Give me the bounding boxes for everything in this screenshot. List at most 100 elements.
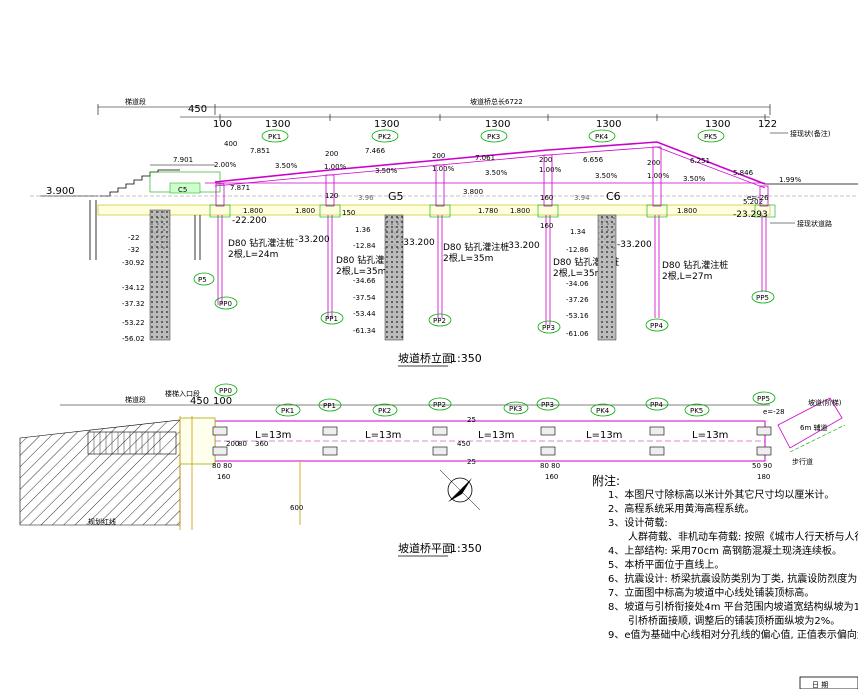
note-2: 2、高程系统采用黄海高程系统。 bbox=[608, 502, 754, 515]
svg-text:1.00%: 1.00% bbox=[539, 166, 562, 174]
piers bbox=[215, 146, 769, 325]
notes-block: 附注: 1、本图尺寸除标高以米计外其它尺寸均以厘米计。 2、高程系统采用黄海高程… bbox=[592, 473, 858, 641]
pier-tag-pk2: PK2 bbox=[378, 133, 391, 141]
svg-text:L=13m: L=13m bbox=[478, 430, 514, 441]
svg-text:PP5: PP5 bbox=[756, 294, 769, 302]
borehole-3: 1.34 -12.86 -34.06 -37.26 -53.16 -61.06 bbox=[566, 214, 617, 341]
total-length-label: 坡道桥总长6722 bbox=[470, 97, 523, 106]
note-7: 7、立面图中标高为坡道中心线处铺装顶标高。 bbox=[608, 586, 814, 599]
pile-length-1: 2根,L=24m bbox=[228, 248, 278, 260]
ramp-label: 坡道(阶梯) bbox=[808, 398, 842, 407]
svg-text:200: 200 bbox=[647, 159, 660, 167]
svg-text:1.800: 1.800 bbox=[295, 207, 315, 215]
svg-text:-56.02: -56.02 bbox=[122, 335, 145, 343]
svg-text:120: 120 bbox=[325, 192, 338, 200]
svg-text:P5: P5 bbox=[198, 276, 207, 284]
note-1: 1、本图尺寸除标高以米计外其它尺寸均以厘米计。 bbox=[608, 488, 834, 501]
svg-text:180: 180 bbox=[757, 473, 770, 481]
note-5: 5、本桥平面位于直线上。 bbox=[608, 558, 724, 571]
pile-label-1: D80 钻孔灌注桩 bbox=[228, 237, 294, 249]
svg-text:PK1: PK1 bbox=[281, 407, 294, 415]
svg-text:3.94: 3.94 bbox=[574, 194, 590, 202]
svg-text:160: 160 bbox=[540, 222, 553, 230]
start-elev: 7.901 bbox=[173, 156, 193, 164]
note-8: 8、坡道与引桥衔接处4m 平台范围内坡道宽结构纵坡为1%, 通过该范围内铺装厚度 bbox=[608, 600, 858, 613]
svg-text:1.00%: 1.00% bbox=[647, 172, 670, 180]
svg-text:L=13m: L=13m bbox=[692, 430, 728, 441]
pile-length-5: 2根,L=27m bbox=[662, 270, 712, 282]
svg-text:360: 360 bbox=[255, 440, 268, 448]
svg-text:150: 150 bbox=[342, 209, 355, 217]
svg-text:3.50%: 3.50% bbox=[375, 167, 398, 175]
svg-text:-33.200: -33.200 bbox=[617, 240, 652, 250]
left-ground-elev: 3.900 bbox=[46, 186, 75, 197]
svg-text:-53.22: -53.22 bbox=[122, 319, 145, 327]
svg-text:PK3: PK3 bbox=[509, 405, 522, 413]
svg-text:1.00%: 1.00% bbox=[324, 163, 347, 171]
svg-text:160: 160 bbox=[545, 473, 558, 481]
plan-dim-100: 100 bbox=[213, 396, 232, 407]
svg-text:3.50%: 3.50% bbox=[683, 175, 706, 183]
svg-text:L=13m: L=13m bbox=[255, 430, 291, 441]
svg-text:PP1: PP1 bbox=[325, 315, 338, 323]
svg-text:1.800: 1.800 bbox=[677, 207, 697, 215]
svg-text:80: 80 bbox=[238, 440, 247, 448]
pile-length-3: 2根,L=35m bbox=[443, 252, 493, 264]
deck-elevations: 7.901 7.871 5.846 5.202 7.851 7.466 7.06… bbox=[173, 147, 802, 206]
dim-100: 100 bbox=[213, 119, 232, 130]
svg-text:-53.44: -53.44 bbox=[353, 310, 376, 318]
svg-text:1.780: 1.780 bbox=[478, 207, 498, 215]
start-elev-2: 7.871 bbox=[230, 184, 250, 192]
svg-text:200: 200 bbox=[539, 156, 552, 164]
note-9: 9、e值为基础中心线相对分孔线的偏心值, 正值表示偏向大桩号, 负值表示偏向小桩… bbox=[608, 628, 858, 641]
dim-450: 450 bbox=[188, 104, 207, 115]
label-g5: G5 bbox=[388, 190, 404, 203]
plan-tags: PP0 PK1 PP1 PK2 PP2 PK3 PP3 PK4 PP4 PK5 … bbox=[214, 383, 776, 417]
right-label-connect: 接现状(备注) bbox=[790, 129, 831, 138]
svg-text:-12.86: -12.86 bbox=[566, 246, 589, 254]
pier-tag-pk1: PK1 bbox=[268, 133, 281, 141]
svg-text:80 80: 80 80 bbox=[212, 462, 232, 470]
pier-tag-pk3: PK3 bbox=[487, 133, 500, 141]
borehole-1: -22 -32 -30.92 -34.12 -37.32 -53.22 -56.… bbox=[89, 200, 201, 343]
dim-400: 400 bbox=[224, 140, 237, 148]
pier-tag-pk4: PK4 bbox=[595, 133, 609, 141]
svg-text:PP3: PP3 bbox=[541, 401, 554, 409]
svg-text:PP1: PP1 bbox=[323, 402, 336, 410]
svg-text:200: 200 bbox=[325, 150, 338, 158]
svg-text:PP2: PP2 bbox=[433, 317, 446, 325]
dim-1300-b: 1300 bbox=[374, 119, 399, 130]
end-e: e=-26 bbox=[747, 194, 769, 202]
label-c6: C6 bbox=[606, 190, 621, 203]
plan-span-labels: L=13m L=13m L=13m L=13m L=13m bbox=[255, 430, 728, 441]
plan-bottom-dims: 80 80 160 80 80 160 50 90 180 bbox=[212, 462, 772, 481]
span-dims: 450 1300 1300 1300 1300 1300 122 100 400 bbox=[188, 104, 777, 148]
svg-text:200: 200 bbox=[226, 440, 239, 448]
deck-elev-pk4: 6.656 bbox=[583, 156, 604, 164]
boundary-label: 规划红线 bbox=[88, 517, 116, 526]
dim-1300-e: 1300 bbox=[705, 119, 730, 130]
svg-text:160: 160 bbox=[540, 194, 553, 202]
road-label: 6m 辅道 bbox=[800, 423, 828, 432]
end-elev-2: 5.202 bbox=[743, 198, 763, 206]
svg-text:L=13m: L=13m bbox=[586, 430, 622, 441]
right-label-road: 接现状道路 bbox=[797, 219, 832, 228]
svg-text:-53.16: -53.16 bbox=[566, 312, 589, 320]
svg-text:-61.34: -61.34 bbox=[353, 327, 376, 335]
dim-1300-c: 1300 bbox=[485, 119, 510, 130]
svg-text:200: 200 bbox=[432, 152, 445, 160]
plan-view: 梯道段 楼梯入口段 450 100 PP0 PK1 PP1 PK2 PP2 PK… bbox=[19, 383, 846, 557]
stair-plan bbox=[87, 431, 177, 455]
deck-elev-pk2: 7.466 bbox=[365, 147, 386, 155]
svg-text:3.50%: 3.50% bbox=[275, 162, 298, 170]
borehole-2: 1.36 -12.84 -34.66 -37.54 -53.44 -61.34 bbox=[353, 214, 404, 341]
svg-text:-33.200: -33.200 bbox=[400, 238, 435, 248]
note-3: 3、设计荷载: bbox=[608, 516, 668, 529]
svg-text:-33.200: -33.200 bbox=[295, 235, 330, 245]
elevation-scale: 1:350 bbox=[450, 352, 482, 365]
svg-text:-22: -22 bbox=[128, 234, 139, 242]
left-span-label: 梯道段 bbox=[125, 97, 146, 106]
svg-text:-33.200: -33.200 bbox=[505, 241, 540, 251]
dim-122: 122 bbox=[758, 119, 777, 130]
